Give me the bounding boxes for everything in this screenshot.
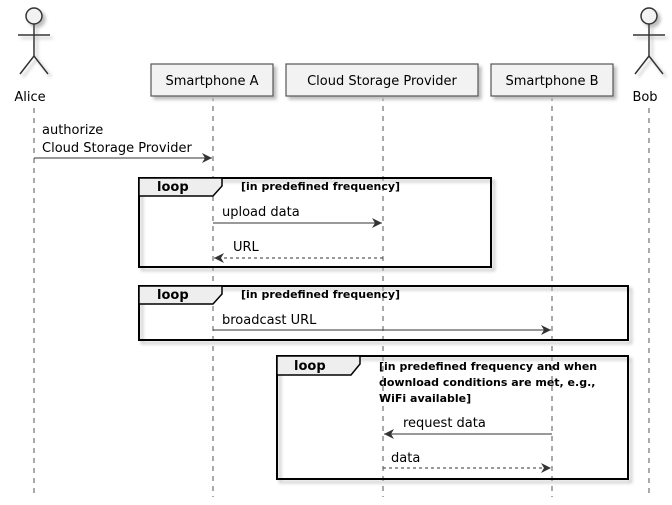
message-authorize: authorize Cloud Storage Provider: [34, 123, 212, 163]
message-data-label: data: [391, 451, 420, 466]
loop-keyword: loop: [157, 180, 189, 195]
loop-fragment-2: loop [in predefined frequency]: [138, 285, 629, 341]
loop-tab: [276, 355, 361, 376]
message-authorize-line1: authorize: [42, 123, 103, 138]
loop-keyword: loop: [294, 359, 326, 374]
message-url-label: URL: [233, 240, 260, 255]
actor-bob: Bob: [632, 7, 665, 105]
actor-bob-label: Bob: [632, 90, 657, 105]
message-authorize-line2: Cloud Storage Provider: [42, 141, 192, 156]
loop-guard-line1: [in predefined frequency and when: [379, 360, 597, 373]
loop-keyword: loop: [157, 288, 189, 303]
loop-guard-line2: download conditions are met, e.g.,: [379, 376, 595, 389]
loop-guard: [in predefined frequency]: [241, 180, 400, 193]
participant-smartphone-a: Smartphone A: [150, 63, 274, 97]
participant-smartphone-b-label: Smartphone B: [505, 74, 598, 89]
message-request-label: request data: [403, 416, 486, 431]
loop-tab: [138, 285, 223, 305]
message-upload: upload data: [213, 205, 382, 228]
stick-figure-icon: [18, 7, 50, 75]
loop-guard-line3: WiFi available]: [379, 392, 471, 405]
actor-alice: Alice: [14, 7, 50, 105]
participant-smartphone-b: Smartphone B: [490, 63, 614, 97]
stick-figure-icon: [633, 7, 665, 75]
message-data: data: [383, 451, 551, 473]
message-broadcast-label: broadcast URL: [222, 313, 317, 328]
loop-fragment-3: loop [in predefined frequency and when d…: [276, 355, 629, 480]
loop-tab: [138, 177, 223, 197]
actor-alice-label: Alice: [14, 90, 45, 105]
message-request: request data: [384, 416, 552, 439]
participant-cloud: Cloud Storage Provider: [285, 63, 479, 97]
loop-fragment-1: loop [in predefined frequency]: [138, 177, 492, 268]
participant-smartphone-a-label: Smartphone A: [165, 74, 258, 89]
message-broadcast: broadcast URL: [213, 313, 551, 335]
loop-guard: [in predefined frequency]: [241, 288, 400, 301]
message-upload-label: upload data: [222, 205, 300, 220]
participant-cloud-label: Cloud Storage Provider: [307, 74, 457, 89]
message-url: URL: [214, 240, 383, 263]
